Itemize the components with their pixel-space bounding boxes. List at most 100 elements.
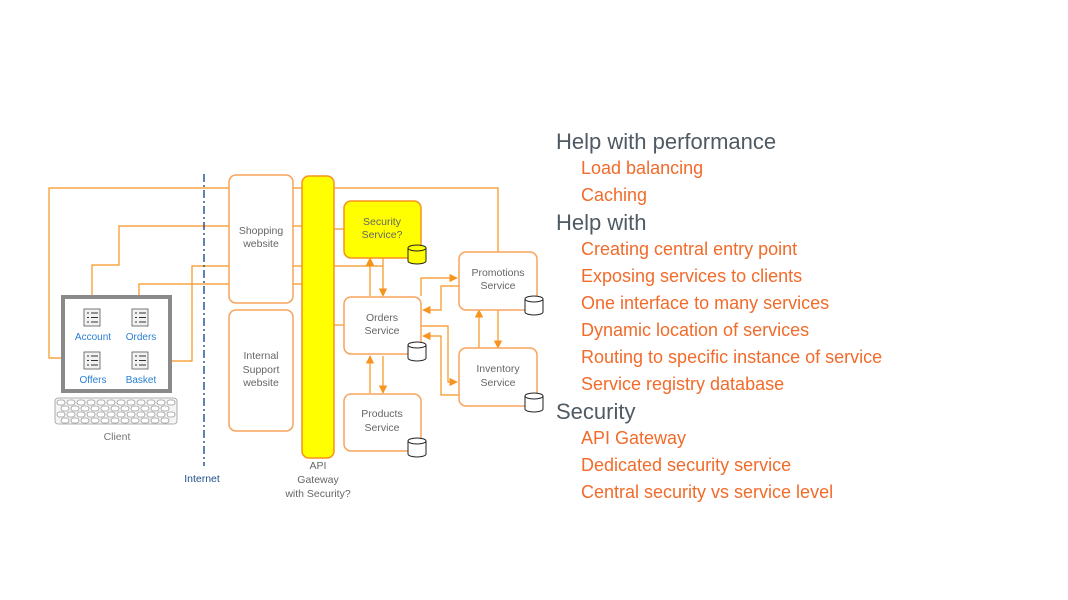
keyboard-key xyxy=(76,399,86,406)
notes-item: Creating central entry point xyxy=(581,239,798,259)
client-device: Client Account Orders Offers xyxy=(54,295,178,443)
keyboard-key xyxy=(60,417,70,424)
keyboard-key xyxy=(150,417,160,424)
orders-service[interactable]: Orders Service xyxy=(343,296,427,362)
list-icon xyxy=(131,308,149,327)
keyboard-key xyxy=(60,405,70,412)
notes-item: API Gateway xyxy=(581,428,687,448)
keyboard-key xyxy=(66,411,76,418)
connector-gateway-promotions xyxy=(334,187,499,252)
api-gateway-label-3: with Security? xyxy=(284,488,351,500)
keyboard-key xyxy=(120,405,130,412)
app-account-label: Account xyxy=(75,332,111,343)
keyboard-key xyxy=(130,405,140,412)
keyboard-key xyxy=(146,399,156,406)
keyboard-key xyxy=(86,411,96,418)
inventory-service-label-1: Inventory xyxy=(476,363,520,375)
app-account[interactable]: Account xyxy=(75,308,111,343)
keyboard-key xyxy=(100,405,110,412)
promotions-service-label-1: Promotions xyxy=(471,267,524,279)
api-gateway[interactable]: API Gateway with Security? xyxy=(284,175,351,500)
notes-group-help-with: Help with Creating central entry point E… xyxy=(556,209,1056,398)
keyboard-icon xyxy=(54,397,178,425)
notes-heading: Help with performance xyxy=(556,129,777,154)
keyboard-key xyxy=(156,411,166,418)
connector-orders-to-inventory xyxy=(421,325,458,387)
client-label: Client xyxy=(104,431,131,443)
security-service-label-2: Service? xyxy=(362,229,403,241)
products-service-label-2: Service xyxy=(364,422,399,434)
app-offers[interactable]: Offers xyxy=(79,351,107,386)
notes-group-performance: Help with performance Load balancing Cac… xyxy=(556,128,1056,209)
keyboard-key xyxy=(116,399,126,406)
keyboard-key xyxy=(146,411,156,418)
database-icon xyxy=(407,244,427,265)
keyboard-key xyxy=(106,399,116,406)
database-icon xyxy=(524,295,544,316)
internal-support-website[interactable]: Internal Support website xyxy=(228,309,294,432)
connector-account xyxy=(92,225,304,310)
keyboard-key xyxy=(160,405,170,412)
keyboard-key xyxy=(136,411,146,418)
internal-support-label-3: website xyxy=(242,377,279,389)
keyboard-key xyxy=(70,405,80,412)
products-service[interactable]: Products Service xyxy=(343,393,427,458)
database-icon xyxy=(524,392,544,413)
app-orders[interactable]: Orders xyxy=(126,308,157,343)
connector-promotions-to-orders xyxy=(422,285,459,315)
shopping-website[interactable]: Shopping website xyxy=(228,174,294,304)
keyboard-key xyxy=(140,405,150,412)
keyboard-key xyxy=(56,411,66,418)
promotions-service-label-2: Service xyxy=(480,280,515,292)
keyboard-key xyxy=(130,417,140,424)
database-icon xyxy=(407,341,427,362)
keyboard-key xyxy=(140,417,150,424)
notes-item: Dynamic location of services xyxy=(581,320,810,340)
keyboard-key xyxy=(150,405,160,412)
notes-item: Service registry database xyxy=(581,374,785,394)
keyboard-key xyxy=(90,405,100,412)
products-service-label-1: Products xyxy=(361,408,402,420)
promotions-service[interactable]: Promotions Service xyxy=(458,251,544,316)
notes-item: Central security vs service level xyxy=(581,482,834,502)
keyboard-key xyxy=(110,417,120,424)
list-icon xyxy=(131,351,149,370)
notes-item: Exposing services to clients xyxy=(581,266,803,286)
api-gateway-label-1: API xyxy=(310,460,327,472)
list-icon xyxy=(83,351,101,370)
keyboard-key xyxy=(66,399,76,406)
notes-panel: Help with performance Load balancing Cac… xyxy=(556,128,1056,506)
notes-group-security: Security API Gateway Dedicated security … xyxy=(556,398,1056,506)
keyboard-key xyxy=(126,399,136,406)
notes-item: Routing to specific instance of service xyxy=(581,347,883,367)
notes-heading: Help with xyxy=(556,210,647,235)
keyboard-key xyxy=(70,417,80,424)
inventory-service-label-2: Service xyxy=(480,377,515,389)
internal-support-label-1: Internal xyxy=(243,350,278,362)
app-orders-label: Orders xyxy=(126,332,157,343)
connector-orders-to-promotions xyxy=(420,273,458,296)
keyboard-key xyxy=(96,411,106,418)
keyboard-key xyxy=(126,411,136,418)
app-basket[interactable]: Basket xyxy=(126,351,157,386)
keyboard-key xyxy=(80,417,90,424)
keyboard-key xyxy=(136,399,146,406)
keyboard-key xyxy=(86,399,96,406)
database-icon xyxy=(407,437,427,458)
connector-inventory-to-orders xyxy=(422,331,459,396)
orders-service-label-1: Orders xyxy=(366,312,398,324)
inventory-service[interactable]: Inventory Service xyxy=(458,347,544,413)
keyboard-key xyxy=(116,411,126,418)
keyboard-key xyxy=(76,411,86,418)
keyboard-key xyxy=(56,399,66,406)
keyboard-key xyxy=(110,405,120,412)
keyboard-key xyxy=(120,417,130,424)
shopping-website-label-2: website xyxy=(242,238,279,250)
internal-support-label-2: Support xyxy=(243,364,280,376)
service-connectors xyxy=(334,187,503,396)
keyboard-key xyxy=(156,399,166,406)
api-gateway-label-2: Gateway xyxy=(297,474,339,486)
notes-item: Dedicated security service xyxy=(581,455,792,475)
keyboard-key xyxy=(100,417,110,424)
security-service[interactable]: Security Service? xyxy=(343,200,427,265)
